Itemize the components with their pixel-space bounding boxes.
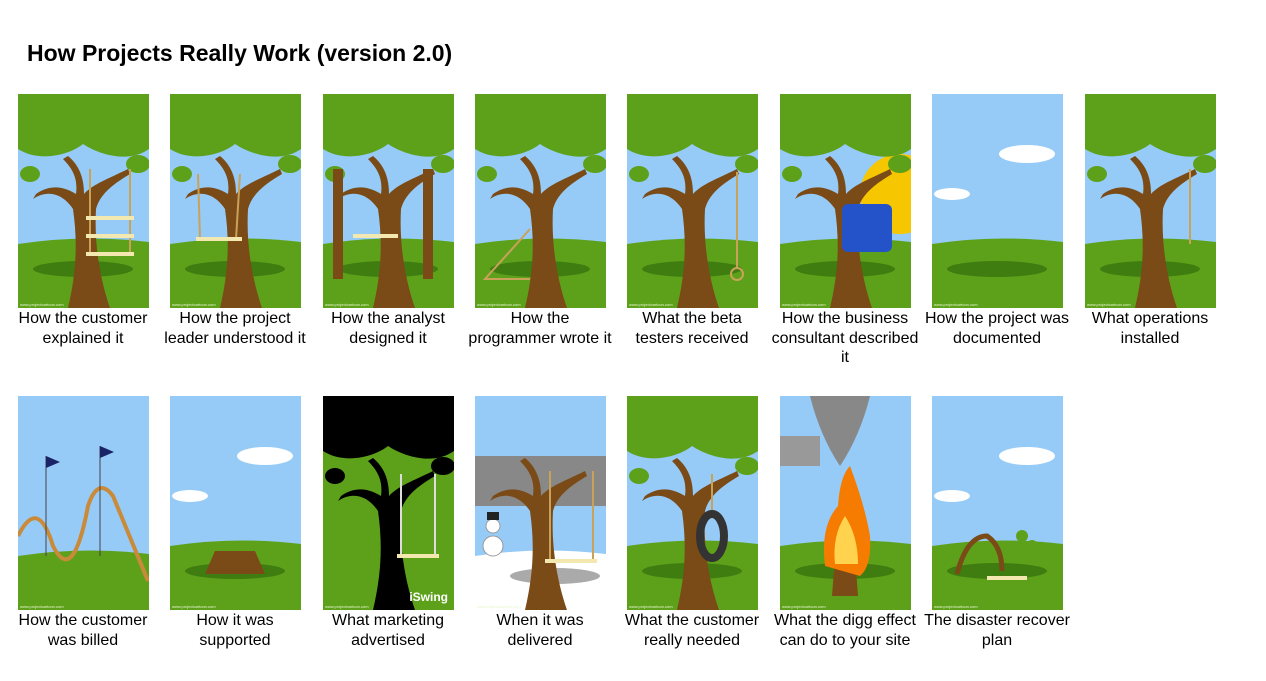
panel-caption: What the customer really needed [624,612,760,649]
watermark: www.projectcartoon.com [477,302,521,307]
panel-illustration: www.projectcartoon.com [932,94,1063,308]
panel-illustration: www.projectcartoon.com [323,94,454,308]
watermark: www.projectcartoon.com [325,302,369,307]
panel-illustration: www.projectcartoon.com [170,396,301,610]
panel-illustration: www.projectcartoon.com iSwing [323,396,454,610]
comic-panel: www.projectcartoon.com How the business … [772,94,918,368]
comic-panel: www.projectcartoon.com When it was deliv… [475,396,606,650]
comic-panel: www.projectcartoon.com How the customer … [18,396,149,650]
panel-caption: What marketing advertised [331,612,445,649]
watermark: www.projectcartoon.com [477,604,521,609]
panel-caption: How the project was documented [924,310,1070,347]
watermark: www.projectcartoon.com [782,604,826,609]
panel-illustration: www.projectcartoon.com [932,396,1063,610]
comic-panel: www.projectcartoon.com How the programme… [468,94,612,348]
panel-illustration: www.projectcartoon.com [18,94,149,308]
comic-panel: www.projectcartoon.com How it was suppor… [170,396,301,650]
watermark: www.projectcartoon.com [20,302,64,307]
panel-caption: What the digg effect can do to your site [773,612,916,649]
watermark: www.projectcartoon.com [782,302,826,307]
panel-caption: How the analyst designed it [331,310,445,347]
watermark: www.projectcartoon.com [629,302,673,307]
panel-illustration: www.projectcartoon.com [780,94,911,308]
watermark: www.projectcartoon.com [172,302,216,307]
watermark: www.projectcartoon.com [1087,302,1131,307]
panel-caption: How it was supported [196,612,274,649]
panel-illustration: www.projectcartoon.com [18,396,149,610]
comic-panel: www.projectcartoon.com What the digg eff… [774,396,916,650]
page-title: How Projects Really Work (version 2.0) [27,40,453,66]
watermark: www.projectcartoon.com [20,604,64,609]
panel-caption: When it was delivered [496,612,584,649]
watermark: www.projectcartoon.com [629,604,673,609]
panel-caption: How the customer was billed [18,612,148,649]
panel-illustration: www.projectcartoon.com [170,94,301,308]
comic-panel: www.projectcartoon.com What the beta tes… [627,94,758,348]
comic-panel: www.projectcartoon.com How the project w… [925,94,1069,348]
comic-panel: www.projectcartoon.com What operations i… [1085,94,1216,348]
panel-illustration: www.projectcartoon.com [475,94,606,308]
watermark: www.projectcartoon.com [934,604,978,609]
panel-illustration: www.projectcartoon.com [475,396,606,610]
panel-illustration: www.projectcartoon.com [780,396,911,610]
panel-illustration: www.projectcartoon.com [627,396,758,610]
panel-caption: How the business consultant described it [771,310,919,366]
panel-caption: How the customer explained it [18,310,148,347]
watermark: www.projectcartoon.com [325,604,369,609]
comic-panel: www.projectcartoon.com How the analyst d… [323,94,454,348]
panel-caption: What operations installed [1091,310,1209,347]
panel-caption: How the project leader understood it [164,310,306,347]
panel-caption: What the beta testers received [635,310,749,347]
comic-panel: www.projectcartoon.com iSwing What marke… [323,396,454,650]
comic-panel: www.projectcartoon.com How the customer … [18,94,149,348]
comic-panel: www.projectcartoon.com What the customer… [625,396,759,650]
watermark: www.projectcartoon.com [172,604,216,609]
comic-panel: www.projectcartoon.com How the project l… [164,94,306,348]
panel-caption: The disaster recover plan [924,612,1070,649]
panel-illustration: www.projectcartoon.com [627,94,758,308]
panel-illustration: www.projectcartoon.com [1085,94,1216,308]
panel-caption: How the programmer wrote it [468,310,612,347]
watermark: www.projectcartoon.com [934,302,978,307]
comic-panel: www.projectcartoon.com The disaster reco… [924,396,1070,650]
iswing-logo: iSwing [409,590,448,604]
